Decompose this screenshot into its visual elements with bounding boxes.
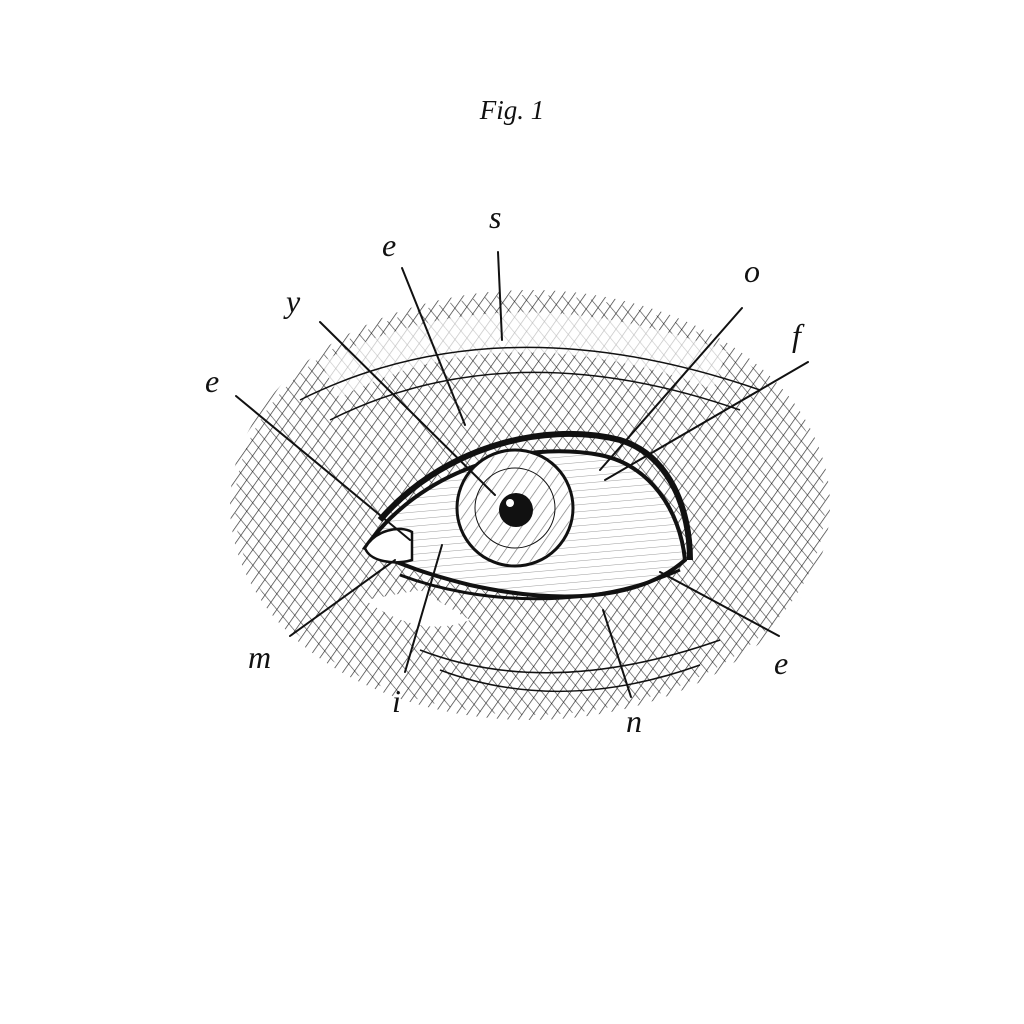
figure-title: Fig. 1 — [479, 95, 545, 125]
pupil — [499, 493, 533, 527]
label-n: n — [626, 703, 642, 739]
label-e-left: e — [205, 363, 219, 399]
label-m: m — [248, 639, 271, 675]
label-f: f — [792, 317, 805, 353]
label-y: y — [283, 283, 301, 319]
lower-lid — [399, 568, 681, 601]
label-s: s — [489, 199, 501, 235]
caruncle — [363, 527, 414, 564]
iris — [455, 448, 575, 568]
leader-lines — [235, 251, 809, 698]
label-i: i — [392, 683, 401, 719]
label-e-top: e — [382, 227, 396, 263]
label-e-right: e — [774, 645, 788, 681]
upper-lid — [377, 431, 693, 561]
label-o: o — [744, 253, 760, 289]
